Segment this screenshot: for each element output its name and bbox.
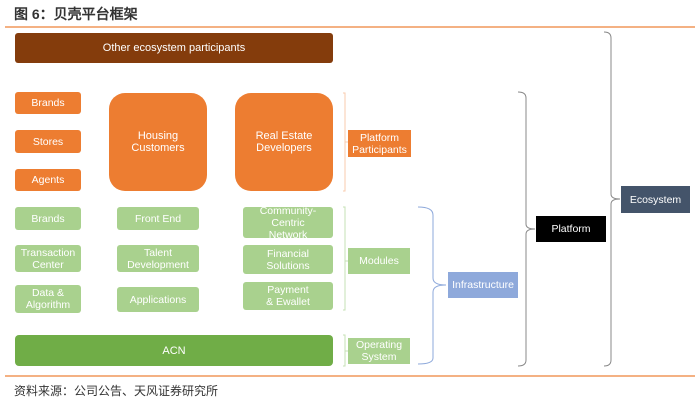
os-bracket bbox=[343, 334, 348, 367]
payment-ewallet-module: Payment & Ewallet bbox=[243, 282, 333, 310]
brands-participant: Brands bbox=[15, 92, 81, 114]
transaction-center-module: Transaction Center bbox=[15, 245, 81, 272]
modules-label: Modules bbox=[348, 248, 410, 274]
infrastructure-box: Infrastructure bbox=[448, 272, 518, 298]
bottom-divider bbox=[5, 375, 695, 377]
top-divider bbox=[5, 26, 695, 28]
ecosystem-box: Ecosystem bbox=[621, 186, 690, 213]
figure-title: 图 6：贝壳平台框架 bbox=[14, 6, 138, 22]
brands-module: Brands bbox=[15, 207, 81, 230]
platform-bracket bbox=[517, 91, 536, 367]
real-estate-developers: Real Estate Developers bbox=[235, 93, 333, 191]
agents-participant: Agents bbox=[15, 169, 81, 191]
source-note: 资料来源：公司公告、天风证券研究所 bbox=[14, 384, 219, 398]
front-end-module: Front End bbox=[117, 207, 199, 230]
stores-participant: Stores bbox=[15, 130, 81, 153]
modules-bracket bbox=[343, 206, 348, 311]
infrastructure-bracket bbox=[417, 206, 447, 365]
applications-module: Applications bbox=[117, 287, 199, 312]
data-algorithm-module: Data & Algorithm bbox=[15, 285, 81, 313]
community-centric-network-module: Community-Centric Network bbox=[243, 205, 333, 241]
platform-box: Platform bbox=[536, 216, 606, 242]
participants-bracket bbox=[343, 92, 348, 192]
operating-system-label: Operating System bbox=[348, 338, 410, 364]
other-ecosystem-participants-bar: Other ecosystem participants bbox=[15, 33, 333, 63]
ecosystem-bracket bbox=[603, 31, 621, 367]
talent-development-module: Talent Development bbox=[117, 245, 199, 272]
housing-customers: Housing Customers bbox=[109, 93, 207, 191]
platform-participants-label: Platform Participants bbox=[348, 130, 411, 157]
financial-solutions-module: Financial Solutions bbox=[243, 245, 333, 274]
acn-bar: ACN bbox=[15, 335, 333, 366]
